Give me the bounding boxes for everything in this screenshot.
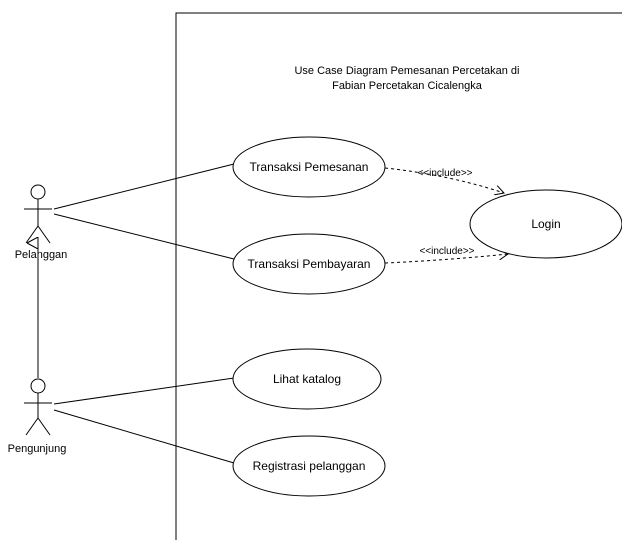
association-pengunjung-registrasi: [53, 409, 235, 464]
actor-head: [30, 184, 46, 200]
use-case-label: Lihat katalog: [273, 372, 341, 386]
use-case-transaksi-pembayaran[interactable]: Transaksi Pembayaran: [232, 233, 386, 295]
use-case-lihat-katalog[interactable]: Lihat katalog: [232, 348, 382, 410]
use-case-label: Transaksi Pembayaran: [248, 257, 371, 271]
actor-head: [30, 378, 46, 394]
use-case-label: Transaksi Pemesanan: [250, 160, 369, 174]
association-pelanggan-pembayaran: [53, 213, 235, 260]
use-case-label: Registrasi pelanggan: [253, 459, 366, 473]
association-pengunjung-katalog: [53, 377, 235, 405]
use-case-transaksi-pemesanan[interactable]: Transaksi Pemesanan: [232, 136, 386, 198]
use-case-registrasi-pelanggan[interactable]: Registrasi pelanggan: [232, 435, 386, 497]
actor-pengunjung: [24, 378, 52, 436]
actor-pelanggan-label: Pelanggan: [15, 249, 68, 261]
use-case-label: Login: [531, 217, 560, 231]
actor-pelanggan: [24, 184, 52, 244]
diagram-title-line1: Use Case Diagram Pemesanan Percetakan di: [294, 65, 519, 77]
system-boundary: [175, 12, 622, 540]
diagram-title-line2: Fabian Percetakan Cicalengka: [332, 80, 483, 92]
include-arrow-pembayaran-login: [384, 254, 508, 264]
use-case-login[interactable]: Login: [469, 189, 622, 259]
include-label-1: <<include>>: [417, 168, 472, 179]
association-pelanggan-pemesanan: [53, 163, 235, 210]
actor-pengunjung-label: Pengunjung: [8, 443, 67, 455]
include-label-2: <<include>>: [419, 246, 474, 257]
include-arrow-pemesanan-login: [384, 167, 504, 193]
